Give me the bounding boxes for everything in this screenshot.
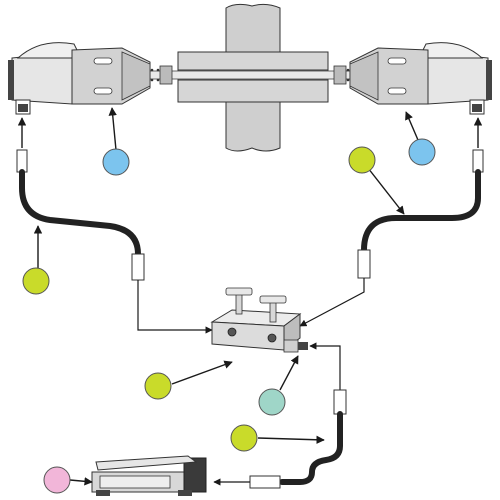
manifold-port-left [227,327,237,337]
left-tensioner-cap [16,42,79,59]
pump-hose-callout[interactable] [230,424,258,452]
right-tensioner-slot-2 [387,87,407,95]
left-hose [16,149,145,281]
manifold-callout-leader [171,360,233,385]
right-hose-callout[interactable] [348,146,376,174]
left-hose-body [19,169,141,257]
right-tensioner-callout-leader [405,111,419,141]
pump-hose-callout-leader [257,435,325,444]
vertical-pipe-upper [225,3,281,59]
right-hose-body [361,169,481,253]
pump-lever-handle [95,455,198,471]
callout-markers [22,138,436,494]
left-tensioner [8,42,151,115]
right-hose [357,149,484,279]
pump-hose-to-manifold-line [309,342,341,390]
right-hose-bottom-coupler [357,249,371,279]
lower-flange [177,79,329,103]
left-hose-bottom-coupler [131,253,145,281]
manifold-port-right [267,333,277,343]
right-tensioner-slot-1 [387,57,407,65]
left-tensioner-end-plate [8,60,14,100]
right-tensioner-port-inner [472,104,482,112]
pump-hose [249,389,347,489]
right-tensioner-callout[interactable] [408,138,436,166]
pump-head [183,457,207,493]
right-tensioner-nose [349,51,379,101]
gauge-fitting-callout-leader [279,355,299,391]
pump-callout[interactable] [43,466,71,494]
left-tensioner-callout-leader [108,107,117,151]
valve-handle-icon [259,295,287,323]
right-tensioner-cap [421,42,484,59]
vertical-pipe-lower [225,99,281,152]
gauge-fitting-callout[interactable] [258,388,286,416]
pump-callout-leader [69,477,93,486]
stud-rod [139,70,363,80]
right-tensioner-cylinder [427,51,489,105]
valve-handle-icon [225,287,253,315]
right-tensioner [349,42,492,115]
pump-hose-body [279,411,343,485]
pump-reservoir [99,475,171,489]
left-hose-callout[interactable] [22,267,50,295]
left-tensioner-slot-1 [93,57,113,65]
pump-foot-right [178,490,192,496]
right-hose-to-manifold-line [299,278,365,327]
distribution-manifold [210,287,308,353]
left-hose-to-manifold-line [137,280,213,334]
left-tensioner-port-inner [18,104,28,112]
left-hose-top-coupler [16,149,28,173]
left-tensioner-callout[interactable] [102,148,130,176]
left-tensioner-nose [121,51,151,101]
pump-foot-left [96,490,110,496]
hand-pump [91,455,207,496]
nut-right [333,65,347,85]
manifold-fitting [283,339,308,353]
nut-left [159,65,173,85]
upper-flange [177,51,329,71]
pump-hose-bottom-coupler [249,475,281,489]
pump-hose-top-coupler [333,389,347,415]
right-tensioner-end-plate [486,60,492,100]
left-tensioner-slot-2 [93,87,113,95]
right-hose-callout-leader [367,167,405,215]
manifold-callout[interactable] [144,372,172,400]
right-hose-top-coupler [472,149,484,173]
left-tensioner-cylinder [11,51,73,105]
